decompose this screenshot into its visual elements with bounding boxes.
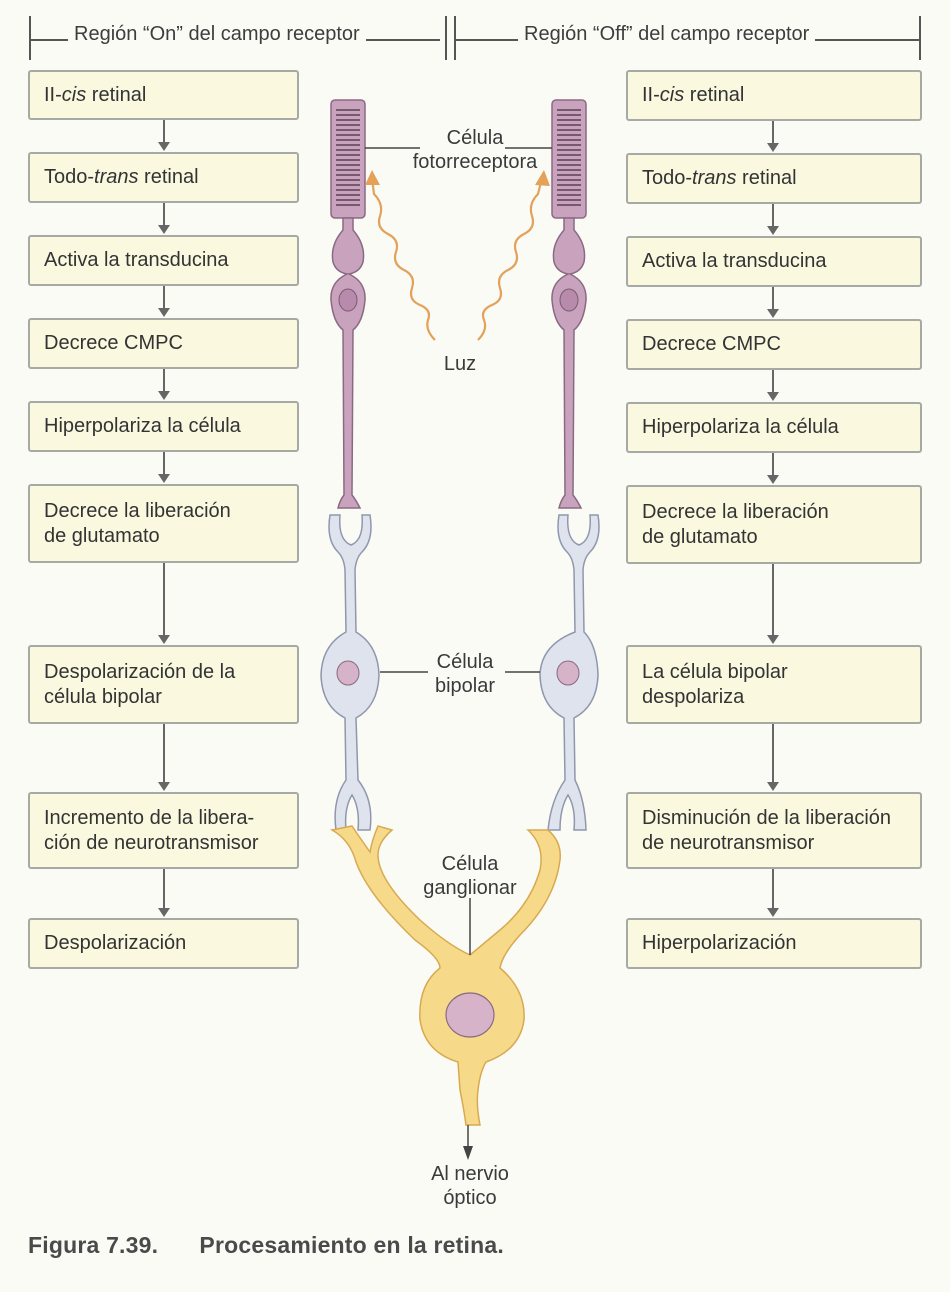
off-step-1: II-cis retinal <box>626 70 922 121</box>
flow-arrow-head <box>767 392 779 401</box>
off-region-header: Región “Off” del campo receptor <box>518 22 816 46</box>
off-step-3: Activa la transducina <box>626 236 922 287</box>
flow-arrow-head <box>158 474 170 483</box>
figure-number: Figura 7.39. <box>28 1232 159 1258</box>
photoreceptor-label: Célula fotorreceptora <box>412 127 538 173</box>
on-region-header: Región “On” del campo receptor <box>68 22 366 46</box>
figure-title: Procesamiento en la retina. <box>199 1232 504 1258</box>
light-waves <box>365 170 550 341</box>
off-step-4: Decrece CMPC <box>626 319 922 370</box>
right-flow-arrows <box>767 121 779 917</box>
bipolar-cell-left <box>320 514 380 831</box>
on-step-4: Decrece CMPC <box>28 318 299 369</box>
flow-arrow-head <box>158 782 170 791</box>
bipolar-label: Célula bipolar <box>434 651 496 697</box>
flow-arrow-head <box>767 782 779 791</box>
flow-arrow-head <box>767 143 779 152</box>
flow-arrow-head <box>767 635 779 644</box>
on-step-9: Despolarización <box>28 918 299 969</box>
flow-arrow-head <box>158 391 170 400</box>
optic-nerve-arrow-head <box>463 1146 473 1160</box>
ganglion-label: Célula ganglionar <box>423 853 517 899</box>
figure-caption: Figura 7.39. Procesamiento en la retina. <box>28 1232 504 1259</box>
flow-arrow-head <box>158 225 170 234</box>
flow-arrow-head <box>158 635 170 644</box>
flow-arrow-head <box>767 226 779 235</box>
flow-arrow-head <box>158 142 170 151</box>
optic-nerve-label: Al nervio óptico <box>431 1163 509 1209</box>
off-step-2: Todo-trans retinal <box>626 153 922 204</box>
photoreceptor-left <box>330 99 366 509</box>
flow-arrow-head <box>158 308 170 317</box>
on-step-8: Incremento de la libera-ción de neurotra… <box>28 792 299 869</box>
on-step-1: II-cis retinal <box>28 70 299 120</box>
off-step-9: Hiperpolarización <box>626 918 922 969</box>
left-flow-arrows <box>158 120 170 917</box>
flow-arrow-head <box>767 475 779 484</box>
light-label: Luz <box>443 353 477 375</box>
photoreceptor-right <box>551 99 587 509</box>
on-step-2: Todo-trans retinal <box>28 152 299 203</box>
ganglion-cell <box>329 825 561 1126</box>
on-step-3: Activa la transducina <box>28 235 299 286</box>
off-step-5: Hiperpolariza la célula <box>626 402 922 453</box>
bipolar-cell-right <box>539 514 600 831</box>
flow-arrow-head <box>158 908 170 917</box>
on-step-5: Hiperpolariza la célula <box>28 401 299 452</box>
flow-arrow-head <box>767 309 779 318</box>
flow-arrow-head <box>767 908 779 917</box>
leader-lines <box>365 147 552 1150</box>
